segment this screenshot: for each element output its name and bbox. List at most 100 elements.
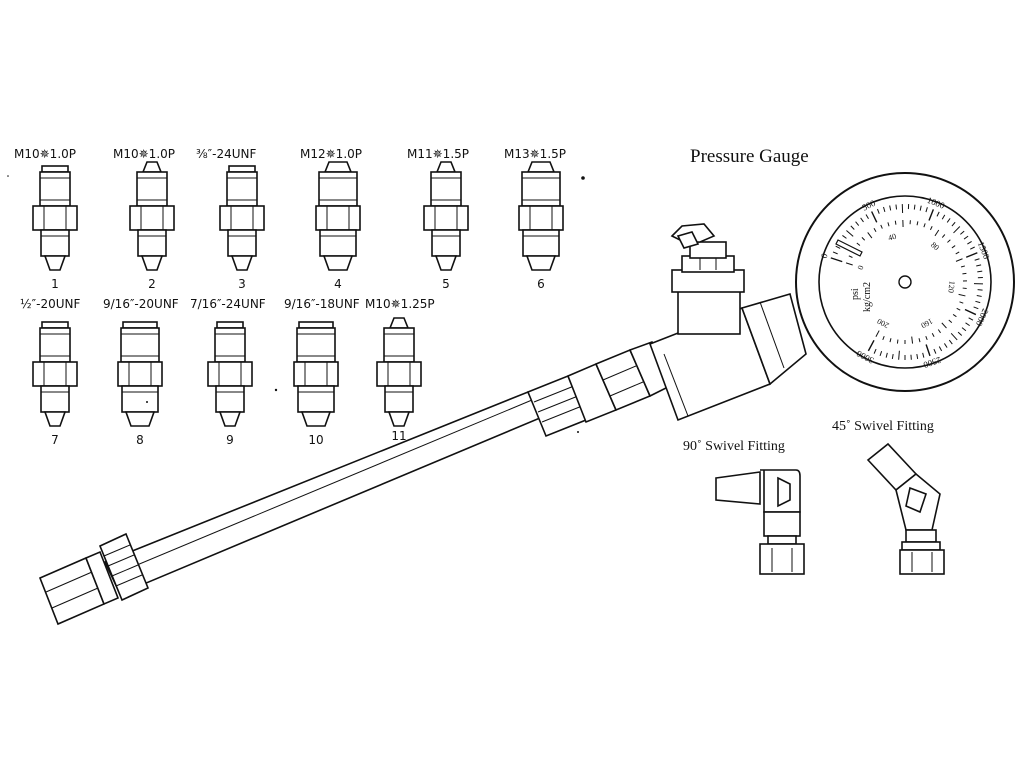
gauge-inner-tick bbox=[880, 224, 883, 229]
adapter-numbers: 1 2 3 4 5 6 7 8 9 10 11 bbox=[51, 277, 545, 447]
gauge-kg-label: 40 bbox=[887, 232, 897, 243]
gauge-tick bbox=[835, 245, 841, 249]
gauge-tick bbox=[855, 221, 860, 226]
gauge-tick bbox=[895, 204, 898, 210]
gauge-inner-tick bbox=[956, 307, 961, 311]
adapter-number: 11 bbox=[391, 429, 406, 443]
gauge-inner-tick bbox=[941, 234, 946, 238]
adapter-label: 7/16″-24UNF bbox=[190, 297, 266, 311]
gauge-inner-tick bbox=[958, 293, 966, 297]
gauge-tick bbox=[977, 270, 983, 273]
gauge-inner-tick bbox=[923, 223, 926, 228]
gauge-inner-tick bbox=[848, 255, 853, 258]
adapter-label: ⅜″-24UNF bbox=[196, 147, 256, 161]
adapter-label: M11✵1.5P bbox=[407, 147, 469, 161]
adapter-fitting bbox=[117, 321, 163, 427]
gauge-needle bbox=[835, 239, 863, 257]
gauge-inner-tick bbox=[882, 335, 885, 341]
gauge-tick bbox=[967, 241, 972, 245]
gauge-tick bbox=[885, 352, 888, 358]
gauge-tick bbox=[867, 339, 875, 352]
gauge-inner-tick bbox=[918, 338, 921, 343]
adapter-number: 3 bbox=[238, 277, 246, 291]
adapter-number: 1 bbox=[51, 277, 59, 291]
adapter-number: 10 bbox=[308, 433, 323, 447]
gauge-inner-tick bbox=[911, 336, 914, 344]
gauge-tick bbox=[951, 221, 956, 227]
adapter-label: M10✵1.0P bbox=[14, 147, 76, 161]
adapter-number: 6 bbox=[537, 277, 545, 291]
gauge-kg-label: 120 bbox=[946, 280, 956, 293]
adapter-fitting bbox=[315, 161, 361, 271]
gauge-inner-tick bbox=[951, 245, 956, 249]
gauge-unit-psi: psi bbox=[850, 288, 861, 300]
gauge-inner-tick bbox=[845, 262, 853, 266]
adapter-number: 2 bbox=[148, 277, 156, 291]
adapter-fitting bbox=[376, 317, 422, 427]
adapter-fitting bbox=[293, 321, 339, 427]
gauge-tick bbox=[873, 348, 877, 354]
gauge-tick bbox=[974, 258, 980, 261]
gauge-inner-tick bbox=[937, 329, 941, 334]
adapter-fitting bbox=[32, 165, 78, 271]
gauge-tick bbox=[898, 350, 900, 360]
gauge-tick bbox=[832, 251, 838, 255]
gauge-tick bbox=[850, 225, 855, 230]
gauge-inner-tick bbox=[856, 242, 861, 246]
gauge-tick bbox=[916, 353, 919, 360]
gauge-unit-kg: kg/cm2 bbox=[862, 282, 873, 312]
adapter-fitting bbox=[219, 165, 265, 271]
gauge-tick bbox=[846, 230, 854, 237]
adapter-number: 8 bbox=[136, 433, 144, 447]
adapter-number: 5 bbox=[442, 277, 450, 291]
adapter-label: 9/16″-18UNF bbox=[284, 297, 360, 311]
gauge-tick bbox=[941, 214, 946, 220]
adapter-fitting bbox=[423, 161, 469, 271]
hose bbox=[38, 340, 672, 626]
gauge-inner-tick bbox=[875, 330, 880, 337]
gauge-inner-tick bbox=[955, 258, 963, 262]
gauge-tick bbox=[950, 332, 958, 341]
gauge-inner-tick bbox=[861, 237, 866, 241]
gauge-tick bbox=[913, 204, 916, 210]
gauge-tick bbox=[879, 350, 883, 357]
gauge-tick bbox=[975, 300, 981, 304]
adapter-fitting bbox=[129, 161, 175, 271]
gauge-tick bbox=[925, 207, 928, 213]
gauge-inner-tick bbox=[955, 251, 960, 255]
gauge-tick bbox=[968, 317, 974, 321]
gauge-tick bbox=[948, 339, 953, 345]
gauge-psi-label: 0 bbox=[819, 252, 830, 260]
gauge-tick bbox=[970, 246, 975, 250]
gauge-tick bbox=[936, 211, 940, 217]
gauge-tick bbox=[965, 322, 970, 327]
gauge-tick bbox=[919, 205, 922, 211]
gauge-tick bbox=[842, 235, 847, 239]
gauge-tick bbox=[925, 344, 931, 357]
swivel-fitting-45: 45˚ Swivel Fitting bbox=[832, 419, 945, 575]
gauge-tick bbox=[973, 306, 979, 310]
gauge-tick bbox=[928, 209, 935, 221]
adapter-label: 9/16″-20UNF bbox=[103, 297, 179, 311]
adapter-fitting bbox=[207, 321, 253, 427]
fitting-90-label: 90˚ Swivel Fitting bbox=[683, 439, 785, 454]
gauge-inner-tick bbox=[947, 239, 951, 243]
swivel-fitting-90: 90˚ Swivel Fitting bbox=[683, 439, 805, 575]
adapter-label: M12✵1.0P bbox=[300, 147, 362, 161]
adapter-label: M13✵1.5P bbox=[504, 147, 566, 161]
gauge-inner-tick bbox=[952, 314, 957, 318]
gauge-tick bbox=[943, 343, 948, 348]
valve-body bbox=[648, 223, 807, 422]
gauge-inner-tick bbox=[929, 226, 933, 231]
gauge-inner-tick bbox=[962, 272, 967, 275]
gauge-inner-tick bbox=[887, 222, 890, 227]
adapter-number: 4 bbox=[334, 277, 342, 291]
gauge-tick bbox=[860, 217, 864, 223]
gauge-inner-tick bbox=[948, 319, 953, 324]
gauge-tick bbox=[960, 230, 965, 235]
gauge-inner-tick bbox=[959, 301, 964, 304]
gauge-kg-label: 0 bbox=[856, 264, 866, 271]
gauge-inner-tick bbox=[867, 232, 873, 239]
